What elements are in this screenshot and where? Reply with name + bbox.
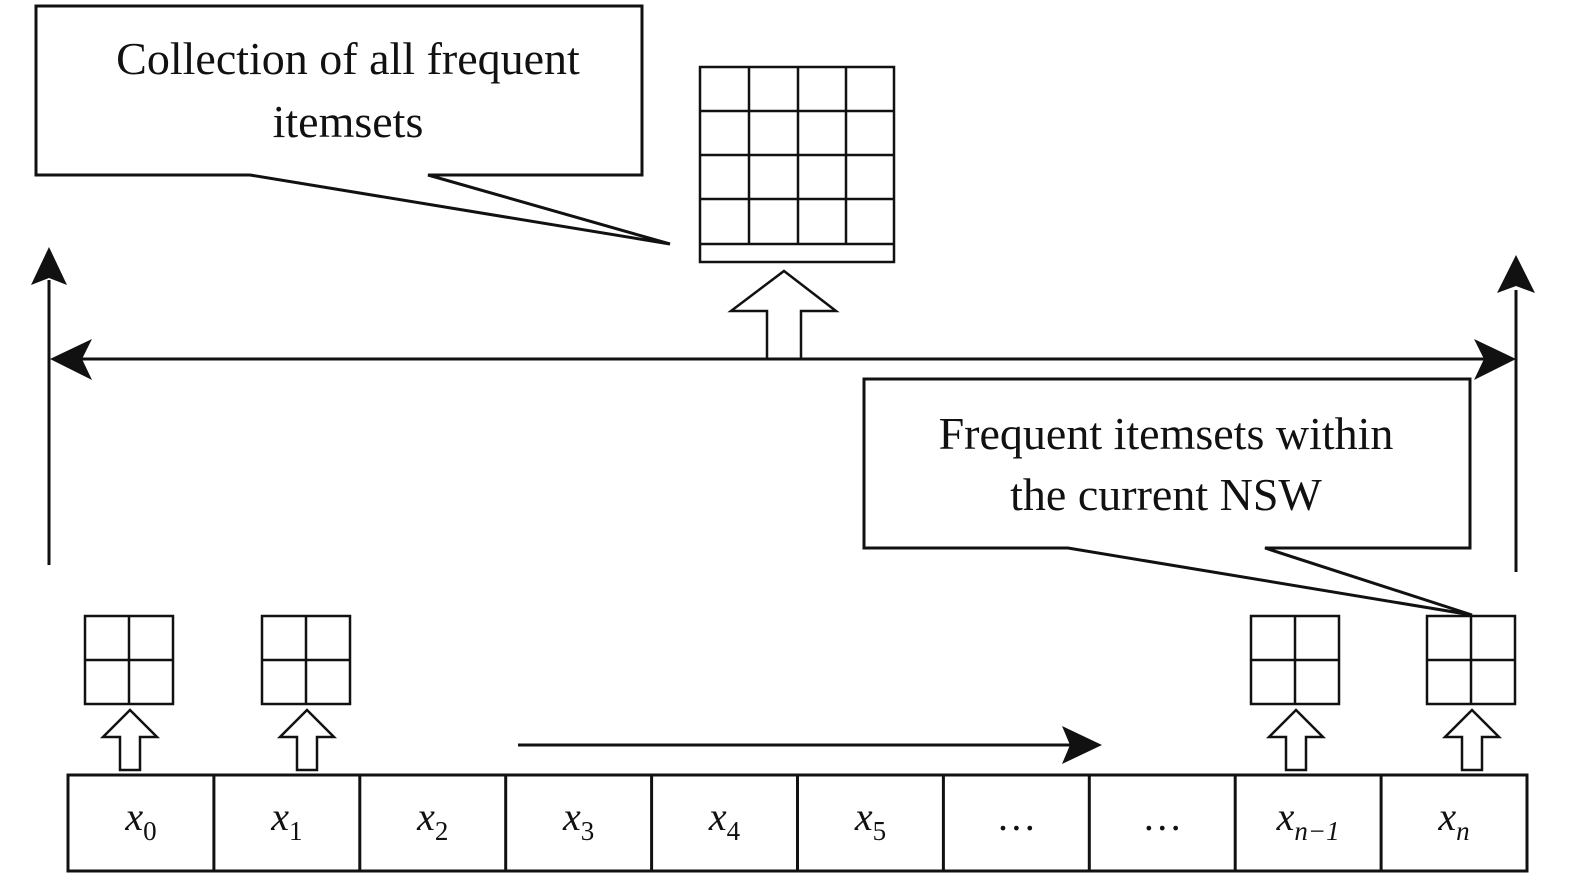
global-itemset-grid [698, 65, 896, 264]
window-span-double-arrow [50, 339, 1516, 380]
small-hollow-up-arrow-xn-1 [1265, 708, 1327, 772]
data-stream-cell-label: xn−1 [1276, 794, 1340, 846]
small-hollow-up-arrow-x1 [276, 708, 338, 772]
callout-nsw-frequent-itemsets: Frequent itemsets within the current NSW [862, 377, 1473, 617]
callout-nsw-line-2: the current NSW [1010, 469, 1322, 520]
right-vertical-arrow [1497, 255, 1535, 572]
callout-nsw-line-1: Frequent itemsets within [939, 408, 1394, 459]
data-stream-cell-ellipsis: … [996, 794, 1036, 839]
data-stream-row: x0 x1 x2 x3 x4 x5 … … xn−1 xn [66, 773, 1529, 873]
data-stream-cell-label: x0 [124, 794, 156, 846]
small-itemset-grid-x1 [260, 614, 352, 706]
data-stream-cell-label: x3 [562, 794, 594, 846]
data-stream-cell-label: x1 [270, 794, 302, 846]
data-stream-cell-label: x5 [854, 794, 886, 846]
data-stream-cell-ellipsis: … [1142, 794, 1182, 839]
callout-all-frequent-itemsets: Collection of all frequent itemsets [34, 4, 671, 246]
sliding-direction-arrow [518, 726, 1102, 764]
left-vertical-arrow [31, 247, 67, 565]
small-itemset-grid-xn [1425, 614, 1517, 706]
callout-nsw-shape [862, 377, 1473, 617]
callout-all-frequent-line-2: itemsets [273, 96, 424, 147]
small-itemset-grid-x0 [83, 614, 175, 706]
small-itemset-grid-xn-1 [1249, 614, 1341, 706]
callout-all-frequent-shape [34, 4, 671, 246]
callout-all-frequent-line-1: Collection of all frequent [116, 33, 580, 84]
small-hollow-up-arrow-xn [1441, 708, 1503, 772]
small-hollow-up-arrow-x0 [99, 708, 161, 772]
data-stream-cell-label: x2 [416, 794, 448, 846]
data-stream-cell-label: xn [1437, 794, 1469, 846]
data-stream-cell-label: x4 [708, 794, 741, 846]
big-hollow-up-arrow [727, 269, 840, 361]
